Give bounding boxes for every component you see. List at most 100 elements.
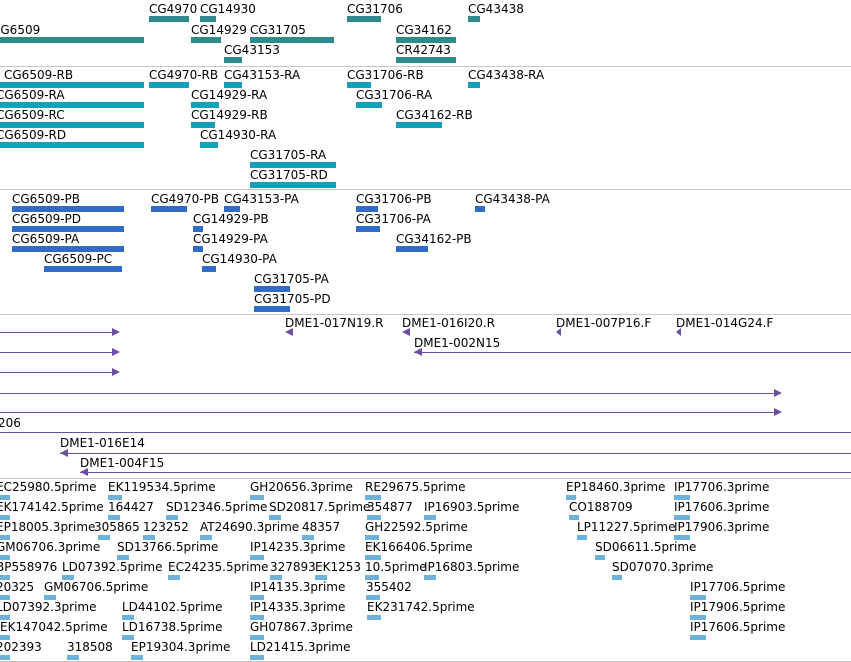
feature-label[interactable]: CG31705-RA: [250, 148, 327, 162]
feature-label[interactable]: LD21415.3prime: [250, 640, 351, 654]
est-glyph[interactable]: [143, 535, 155, 540]
est-glyph[interactable]: [0, 635, 10, 640]
feature-label[interactable]: GM06706.5prime: [44, 580, 149, 594]
feature-label[interactable]: SD12346.5prime: [166, 500, 268, 514]
est-glyph[interactable]: [424, 575, 436, 580]
transcript-glyph[interactable]: [250, 162, 336, 168]
gene-glyph[interactable]: [347, 16, 381, 22]
polypeptide-glyph[interactable]: [12, 226, 124, 232]
polypeptide-glyph[interactable]: [254, 286, 290, 292]
est-glyph[interactable]: [690, 595, 706, 600]
feature-label[interactable]: EK1253: [315, 560, 361, 574]
est-glyph[interactable]: [424, 515, 436, 520]
est-glyph[interactable]: [674, 495, 690, 500]
transcript-glyph[interactable]: [347, 82, 371, 88]
est-glyph[interactable]: [108, 515, 120, 520]
feature-label[interactable]: IP17906.3prime: [674, 520, 770, 534]
feature-label[interactable]: DME1-016I20.R: [402, 316, 496, 330]
feature-label[interactable]: EC24235.5prime: [168, 560, 269, 574]
feature-label[interactable]: CG31706-PB: [356, 192, 432, 206]
feature-label[interactable]: EP18460.3prime: [566, 480, 666, 494]
feature-label[interactable]: LD44102.5prime: [122, 600, 223, 614]
feature-label[interactable]: 355402: [366, 580, 412, 594]
feature-label[interactable]: CG31706: [347, 2, 403, 16]
feature-label[interactable]: BP558976: [0, 560, 58, 574]
feature-label[interactable]: 48357: [302, 520, 341, 534]
feature-label[interactable]: CG31705-PA: [254, 272, 329, 286]
feature-label[interactable]: EK174142.5prime: [0, 500, 104, 514]
feature-label[interactable]: CG34162-PB: [396, 232, 472, 246]
feature-label[interactable]: CG14930: [200, 2, 256, 16]
polypeptide-glyph[interactable]: [193, 246, 203, 252]
polypeptide-glyph[interactable]: [202, 266, 216, 272]
est-glyph[interactable]: [0, 535, 10, 540]
est-glyph[interactable]: [270, 575, 282, 580]
est-glyph[interactable]: [131, 655, 143, 660]
feature-label[interactable]: IP17706.5prime: [690, 580, 786, 594]
feature-label[interactable]: CG6509-RC: [0, 108, 65, 122]
feature-label[interactable]: CG14929-PB: [193, 212, 269, 226]
est-glyph[interactable]: [690, 635, 706, 640]
feature-label[interactable]: 10.5prime: [365, 560, 427, 574]
feature-label[interactable]: CG14929-RA: [191, 88, 268, 102]
feature-label[interactable]: 305865: [94, 520, 140, 534]
polypeptide-glyph[interactable]: [356, 226, 380, 232]
est-glyph[interactable]: [117, 555, 129, 560]
gene-glyph[interactable]: [149, 16, 189, 22]
feature-label[interactable]: CG43153-RA: [224, 68, 301, 82]
feature-label[interactable]: LD16738.5prime: [122, 620, 223, 634]
feature-label[interactable]: EP19304.3prime: [131, 640, 231, 654]
feature-label[interactable]: CG4970: [149, 2, 198, 16]
feature-label[interactable]: 318508: [67, 640, 113, 654]
est-glyph[interactable]: [569, 515, 579, 520]
feature-label[interactable]: IP16803.5prime: [424, 560, 520, 574]
feature-label[interactable]: IP17606.3prime: [674, 500, 770, 514]
feature-label[interactable]: IP14135.3prime: [250, 580, 346, 594]
est-glyph[interactable]: [0, 595, 10, 600]
est-glyph[interactable]: [0, 615, 10, 620]
feature-label[interactable]: CG6509-RA: [0, 88, 65, 102]
transcript-glyph[interactable]: [0, 122, 144, 128]
est-glyph[interactable]: [315, 575, 327, 580]
feature-label[interactable]: EK231742.5prime: [367, 600, 475, 614]
feature-label[interactable]: SD13766.5prime: [117, 540, 219, 554]
transcript-glyph[interactable]: [356, 102, 382, 108]
transcript-glyph[interactable]: [250, 182, 336, 188]
feature-label[interactable]: CG31705-PD: [254, 292, 331, 306]
feature-label[interactable]: SD07070.3prime: [612, 560, 714, 574]
est-glyph[interactable]: [674, 535, 690, 540]
est-glyph[interactable]: [250, 615, 264, 620]
feature-label[interactable]: 20325: [0, 580, 35, 594]
transcript-glyph[interactable]: [224, 82, 242, 88]
feature-label[interactable]: CG6509-PA: [12, 232, 80, 246]
feature-label[interactable]: CG34162: [396, 23, 452, 37]
feature-label[interactable]: 354877: [367, 500, 413, 514]
feature-label[interactable]: GM06706.3prime: [0, 540, 101, 554]
feature-label[interactable]: LD07392.5prime: [62, 560, 163, 574]
polypeptide-glyph[interactable]: [396, 246, 428, 252]
feature-label[interactable]: CG31706-PA: [356, 212, 431, 226]
gene-glyph[interactable]: [224, 57, 242, 63]
polypeptide-glyph[interactable]: [356, 206, 378, 212]
feature-label[interactable]: GH20656.3prime: [250, 480, 353, 494]
est-glyph[interactable]: [122, 635, 134, 640]
est-glyph[interactable]: [674, 515, 690, 520]
feature-label[interactable]: IP17606.5prime: [690, 620, 786, 634]
feature-label[interactable]: 202393: [0, 640, 42, 654]
polypeptide-glyph[interactable]: [193, 226, 203, 232]
feature-label[interactable]: EK166406.5prime: [365, 540, 473, 554]
clone-glyph[interactable]: [0, 352, 118, 353]
feature-label[interactable]: DME1-016E14: [60, 436, 145, 450]
transcript-glyph[interactable]: [0, 102, 144, 108]
feature-label[interactable]: CG14929: [191, 23, 247, 37]
est-glyph[interactable]: [200, 535, 212, 540]
gene-glyph[interactable]: [396, 57, 456, 63]
gene-glyph[interactable]: [0, 37, 144, 43]
est-glyph[interactable]: [250, 595, 264, 600]
feature-label[interactable]: CG31706-RA: [356, 88, 433, 102]
feature-label[interactable]: 123252: [143, 520, 189, 534]
feature-label[interactable]: LD07392.3prime: [0, 600, 97, 614]
est-glyph[interactable]: [302, 535, 314, 540]
polypeptide-glyph[interactable]: [224, 206, 240, 212]
